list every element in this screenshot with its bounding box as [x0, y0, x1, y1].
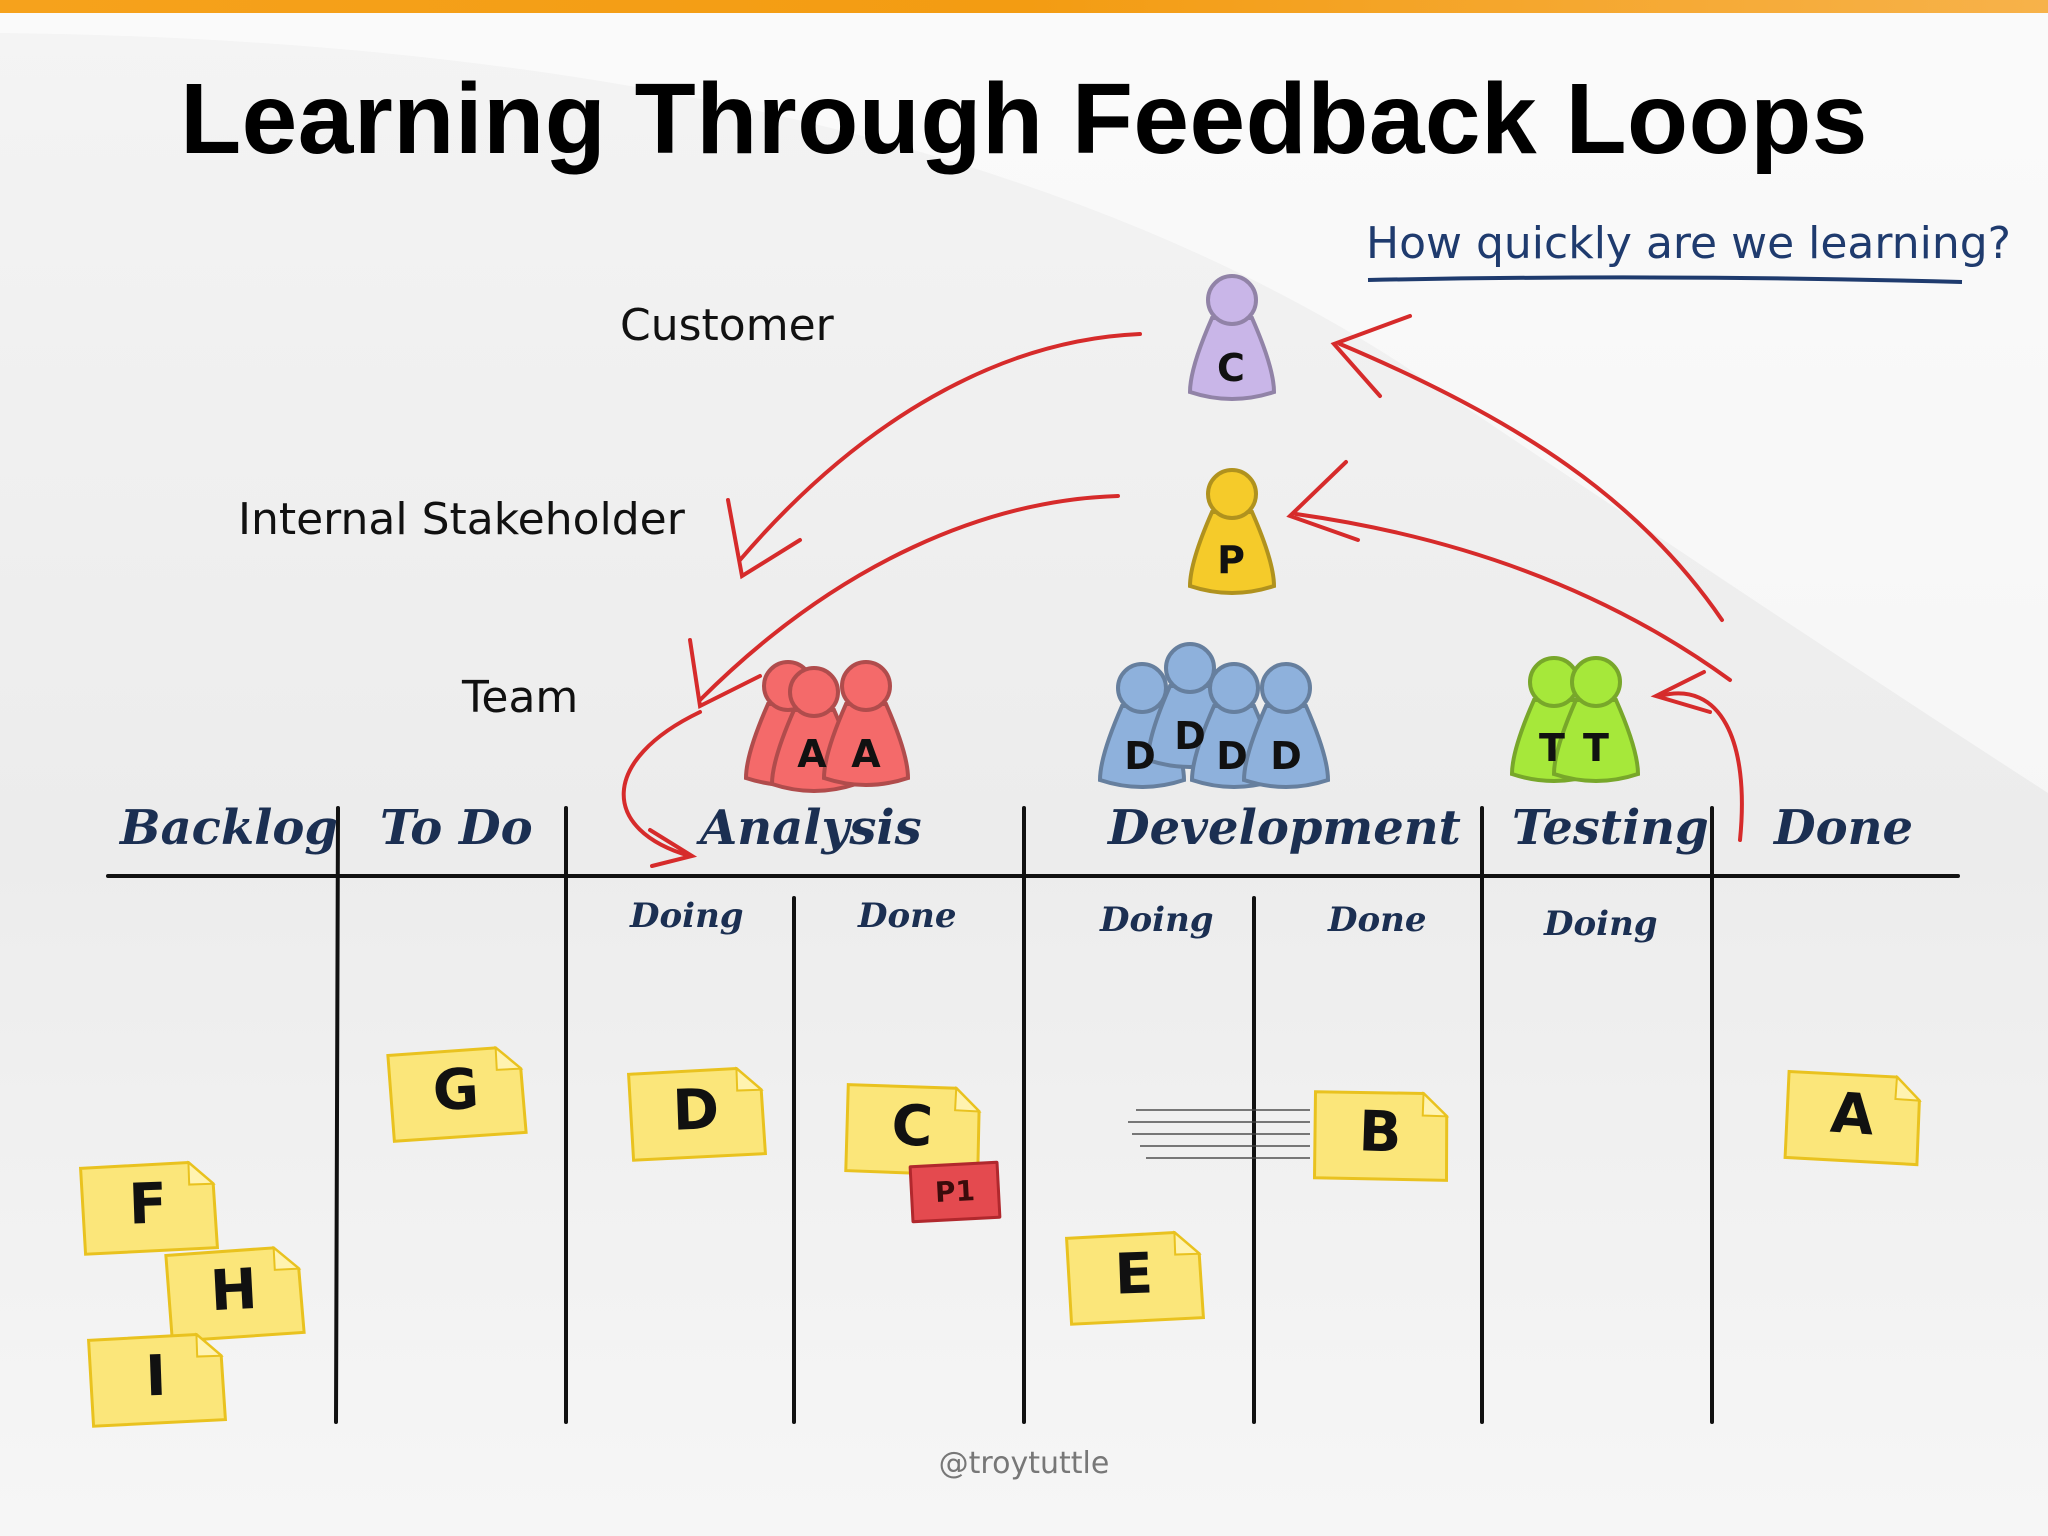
column-header-development: Development: [1108, 800, 1461, 856]
column-header-analysis: Analysis: [700, 800, 922, 856]
development-token-label: D: [1124, 734, 1156, 778]
column-divider: [334, 806, 340, 1424]
card-label: I: [144, 1343, 168, 1410]
sticky-note-card-b[interactable]: B: [1308, 1088, 1451, 1185]
card-label: E: [1113, 1241, 1155, 1308]
sticky-note-card-f[interactable]: F: [76, 1160, 220, 1257]
accent-bar: [0, 0, 2048, 13]
subcolumn-header-testing-doing: Doing: [1544, 904, 1658, 944]
sticky-note-card-h[interactable]: H: [162, 1244, 307, 1343]
feedback-arrow-done-to-testing: [1658, 691, 1744, 842]
sticky-note-shape: [844, 1083, 982, 1178]
column-header-done: Done: [1774, 800, 1914, 856]
card-label: B: [1357, 1099, 1403, 1166]
card-label: A: [1828, 1080, 1877, 1149]
sticky-note-card-i[interactable]: I: [84, 1332, 228, 1429]
sticky-note-shape: [164, 1245, 306, 1343]
sticky-note-shape: [386, 1045, 528, 1143]
sticky-note-card-a[interactable]: A: [1779, 1067, 1925, 1169]
development-token: [1241, 662, 1331, 789]
sticky-note-shape: [78, 1160, 220, 1256]
column-header-todo: To Do: [380, 800, 533, 856]
card-label: G: [431, 1056, 481, 1125]
feedback-arrow-head: [648, 828, 698, 868]
customer-token: [1187, 274, 1277, 401]
feedback-arrow-team-to-analysis: [621, 710, 702, 858]
feedback-arrow-stakeholder-to-team: [698, 494, 1120, 702]
role-label-customer: Customer: [620, 300, 834, 351]
card-label: F: [127, 1171, 169, 1238]
column-header-testing: Testing: [1512, 800, 1709, 856]
development-token-label: D: [1174, 714, 1206, 758]
testing-token-label: T: [1539, 726, 1565, 770]
development-token-label: D: [1216, 734, 1248, 778]
role-label-stakeholder: Internal Stakeholder: [238, 494, 685, 545]
sticky-note-shape: [1064, 1230, 1206, 1326]
feedback-arrow-head: [1330, 314, 1412, 398]
testing-token: [1551, 656, 1641, 783]
stakeholder-token: [1187, 468, 1277, 595]
card-label: H: [208, 1256, 259, 1325]
analysis-token-label: A: [797, 732, 827, 776]
column-header-backlog: Backlog: [120, 800, 338, 856]
sticky-note-shape: [86, 1332, 228, 1428]
stakeholder-token-label: P: [1217, 538, 1245, 582]
subcolumn-header-development-doing: Doing: [1100, 900, 1214, 940]
sticky-note-shape: [626, 1066, 768, 1162]
feedback-arrow-head: [688, 638, 762, 710]
card-label: C: [889, 1092, 935, 1161]
priority-tag: P1: [908, 1160, 1002, 1224]
sticky-note-card-g[interactable]: G: [384, 1044, 529, 1143]
testing-token-label: T: [1583, 726, 1609, 770]
learning-question: How quickly are we learning?: [1366, 218, 2011, 269]
feedback-arrow-done-to-stakeholder: [1294, 512, 1732, 682]
sticky-note-card-d[interactable]: D: [624, 1066, 768, 1163]
sticky-note-shape: [1783, 1069, 1922, 1167]
subcolumn-header-analysis-doing: Doing: [630, 896, 744, 936]
author-credit: @troytuttle: [938, 1446, 1110, 1481]
feedback-arrow-head: [1650, 670, 1712, 714]
analysis-token-label: A: [851, 732, 881, 776]
card-label: D: [671, 1077, 721, 1144]
feedback-arrow-head: [726, 498, 802, 580]
question-underline: [1367, 275, 1963, 284]
development-token-label: D: [1270, 734, 1302, 778]
analysis-token: [821, 660, 911, 787]
subcolumn-header-development-done: Done: [1328, 900, 1427, 940]
sticky-note-card-e[interactable]: E: [1062, 1230, 1206, 1327]
feedback-arrow-done-to-customer: [1338, 342, 1724, 622]
background-sheen: [0, 13, 2048, 793]
subcolumn-header-analysis-done: Done: [858, 896, 957, 936]
customer-token-label: C: [1217, 346, 1245, 390]
sticky-note-shape: [1312, 1090, 1450, 1182]
sticky-note-card-c[interactable]: C: [840, 1080, 985, 1179]
page-title: Learning Through Feedback Loops: [180, 63, 1868, 175]
feedback-arrow-customer-to-stakeholder: [738, 332, 1142, 562]
role-label-team: Team: [462, 672, 579, 723]
feedback-arrow-head: [1286, 460, 1360, 542]
